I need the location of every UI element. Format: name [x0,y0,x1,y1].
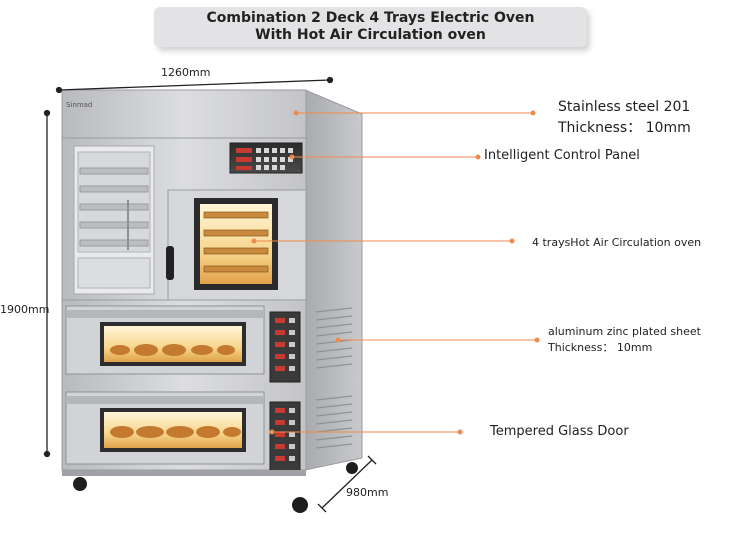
oven-handle [166,246,174,280]
control-panel-buttons [236,148,293,170]
callout-stainless-line2: Thickness： 10mm [558,120,691,136]
hot-air-trays [203,211,269,273]
oven-base [62,470,306,476]
callout-stainless-line1: Stainless steel 201 [558,99,691,115]
brand-logo: Sinmad [66,101,93,109]
lower-deck-bread [110,426,241,438]
callout-glass-door: Tempered Glass Door [490,424,629,439]
proofer-trays [79,167,149,247]
width-dimension-line [55,76,334,94]
title-banner: Combination 2 Deck 4 Trays Electric Oven… [154,7,587,47]
upper-deck-bread [110,344,235,356]
height-dimension-line [43,109,51,458]
caster-wheels [73,462,358,513]
height-label: 1900mm [0,303,50,316]
depth-dimension-line [317,455,377,513]
callout-control-panel: Intelligent Control Panel [484,148,640,163]
callout-leaders [251,110,540,435]
oven-side-panel [304,89,363,471]
width-label: 1260mm [161,66,211,79]
side-vents [315,307,353,449]
oven-hood [61,89,307,139]
callout-hot-air: 4 traysHot Air Circulation oven [532,236,702,249]
title-line-1: Combination 2 Deck 4 Trays Electric Oven [206,10,535,26]
callout-zinc-line1: aluminum zinc plated sheet [548,325,701,338]
callout-zinc-line2: Thickness： 10mm [548,341,653,354]
title-line-2: With Hot Air Circulation oven [255,27,486,43]
depth-label: 980mm [346,486,389,499]
